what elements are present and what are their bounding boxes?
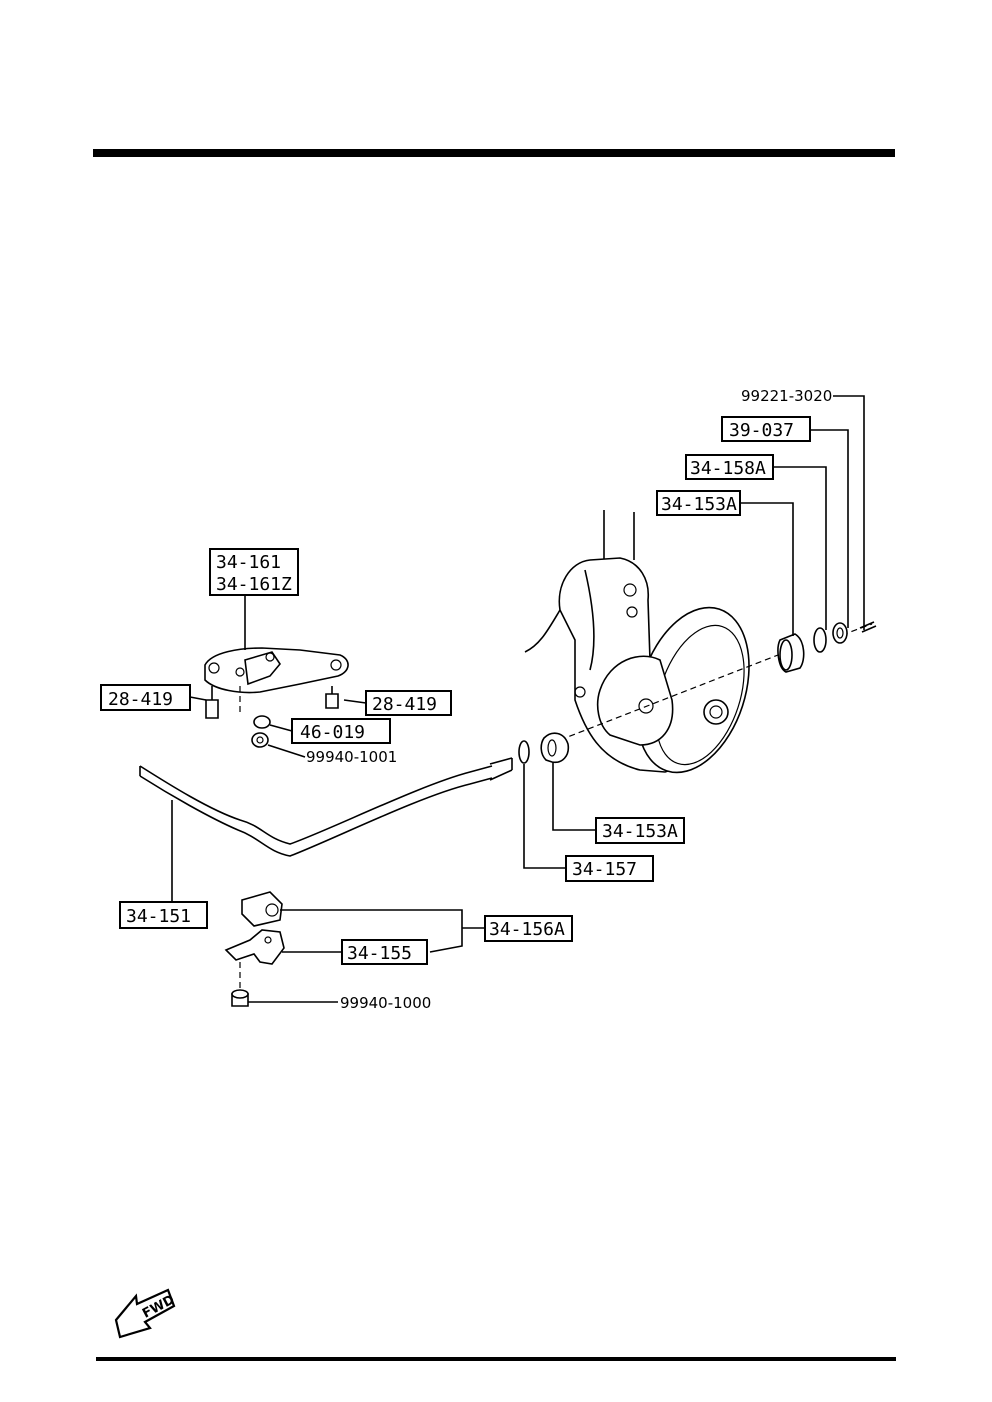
bolt-28-419-left bbox=[205, 686, 219, 719]
callout-box-34-156A bbox=[484, 915, 573, 942]
callout-box-34-151 bbox=[119, 901, 208, 929]
callout-99940-1000: 99940-1000 bbox=[340, 994, 431, 1012]
washer-34-158A bbox=[813, 627, 827, 653]
callout-box-34-155 bbox=[341, 939, 428, 965]
nut-99940-1001 bbox=[251, 732, 269, 748]
callout-box-34-153A-bottom bbox=[595, 817, 685, 844]
callout-34-156A: 34-156A bbox=[489, 919, 565, 940]
steering-knuckle-assembly bbox=[524, 510, 750, 774]
callout-28-419-left: 28-419 bbox=[108, 689, 173, 710]
callout-34-158A: 34-158A bbox=[690, 458, 766, 479]
callout-box-28-419-right bbox=[365, 690, 452, 716]
fwd-arrow-icon: FWD bbox=[114, 1288, 177, 1339]
cotter-pin-99221-3020 bbox=[859, 621, 877, 633]
callout-34-151: 34-151 bbox=[126, 906, 191, 927]
callout-box-34-158A bbox=[685, 454, 774, 480]
callout-box-34-161 bbox=[209, 548, 299, 596]
callout-34-161Z: 34-161Z bbox=[216, 574, 292, 595]
stabilizer-bar-34-151 bbox=[139, 757, 513, 857]
callout-99221-3020: 99221-3020 bbox=[741, 387, 832, 405]
callout-28-419-right: 28-419 bbox=[372, 694, 437, 715]
callout-box-34-157 bbox=[565, 855, 654, 882]
callout-34-155: 34-155 bbox=[347, 943, 412, 964]
bushing-34-156A bbox=[241, 891, 283, 927]
bracket-34-161 bbox=[204, 647, 349, 694]
nut-99940-1000 bbox=[231, 989, 249, 1007]
callout-99940-1001: 99940-1001 bbox=[306, 748, 397, 766]
callout-34-153A-top: 34-153A bbox=[661, 494, 737, 515]
callout-box-34-153A-top bbox=[656, 490, 741, 516]
callout-34-161: 34-161 bbox=[216, 552, 281, 573]
top-rule bbox=[93, 149, 895, 157]
bushing-34-153A-upper bbox=[777, 633, 805, 673]
washer-34-157 bbox=[518, 740, 530, 764]
bottom-rule bbox=[96, 1357, 896, 1361]
callout-box-28-419-left bbox=[100, 684, 191, 711]
callout-box-39-037 bbox=[721, 416, 811, 442]
callout-39-037: 39-037 bbox=[729, 420, 794, 441]
assembly-axis-line bbox=[559, 654, 779, 741]
bolt-28-419-right bbox=[325, 686, 339, 709]
clamp-34-155 bbox=[224, 929, 285, 965]
nut-39-037 bbox=[832, 622, 848, 644]
callout-34-153A-bottom: 34-153A bbox=[602, 821, 678, 842]
washer-46-019 bbox=[253, 715, 271, 729]
callout-34-157: 34-157 bbox=[572, 859, 637, 880]
callout-box-46-019 bbox=[291, 718, 391, 744]
bushing-34-153A-lower bbox=[540, 732, 570, 764]
callout-46-019: 46-019 bbox=[300, 722, 365, 743]
